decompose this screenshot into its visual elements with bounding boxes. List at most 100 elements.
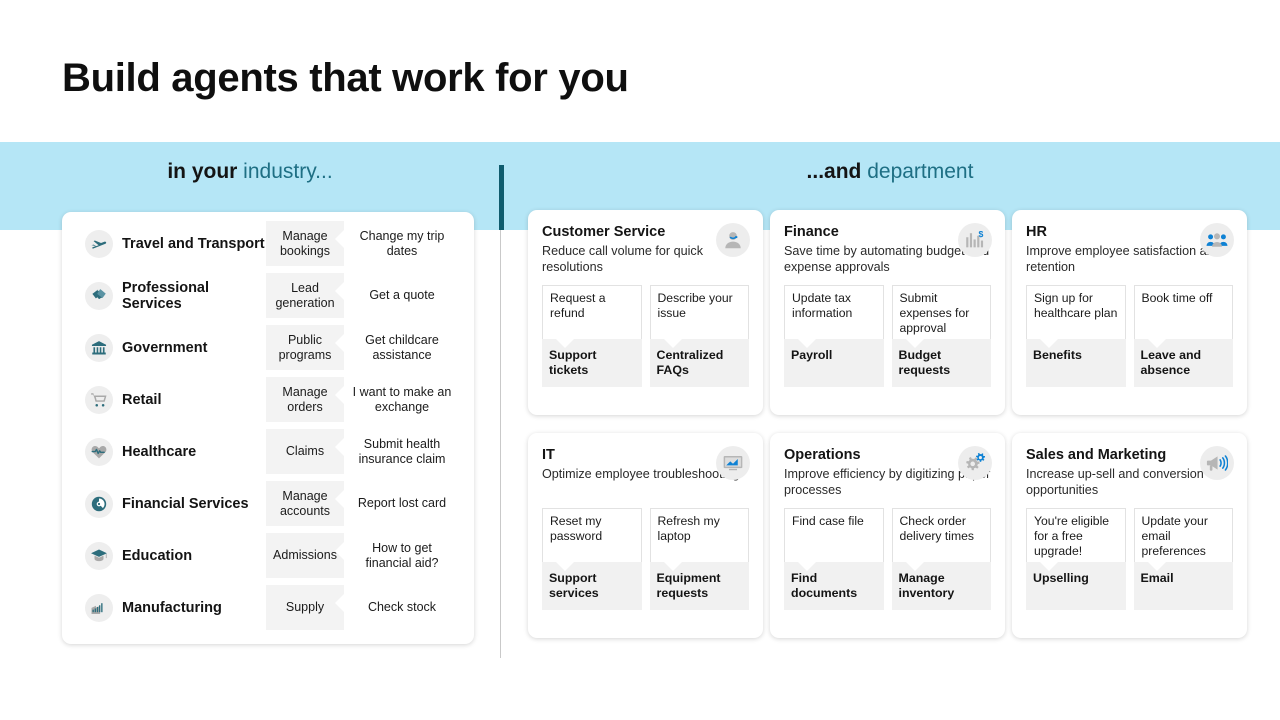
industry-name-cell: Financial Services	[76, 481, 266, 526]
airplane-icon	[85, 229, 113, 258]
department-example-prompt: Find case file	[784, 508, 884, 562]
department-example-prompt: Update tax information	[784, 285, 884, 339]
headset-person-icon	[716, 223, 750, 257]
industry-label: Government	[122, 339, 208, 356]
department-title: HR	[1026, 224, 1047, 240]
people-group-icon	[1200, 223, 1234, 257]
industry-name-cell: Retail	[76, 377, 266, 422]
industry-example-prompt: Report lost card	[335, 481, 460, 526]
industry-capability: Claims	[266, 429, 344, 474]
industry-name-cell: Healthcare	[76, 429, 266, 474]
department-capability: Centralized FAQs	[649, 339, 749, 387]
section-divider-bar	[499, 165, 504, 230]
industry-capability: Manage orders	[266, 377, 344, 422]
department-capability: Equipment requests	[649, 562, 749, 610]
department-example-prompt: Request a refund	[542, 285, 642, 339]
industry-capability: Public programs	[266, 325, 344, 370]
department-example-prompt: Refresh my laptop	[649, 508, 749, 562]
industry-example-prompt: Check stock	[335, 585, 460, 630]
industry-example-prompt: Change my trip dates	[335, 221, 460, 266]
industry-label: Travel and Transport	[122, 235, 265, 252]
department-example-prompt: Submit expenses for approval	[891, 285, 991, 339]
department-capability: Budget requests	[891, 339, 991, 387]
finance-circle-icon	[85, 489, 113, 518]
department-capability: Email	[1133, 562, 1233, 610]
industry-name-cell: Professional Services	[76, 273, 266, 318]
industry-name-cell: Government	[76, 325, 266, 370]
department-capability: Leave and absence	[1133, 339, 1233, 387]
industry-example-prompt: Get a quote	[335, 273, 460, 318]
industry-label: Retail	[122, 391, 162, 408]
industry-capability: Admissions	[266, 533, 344, 578]
industry-example-prompt: Get childcare assistance	[335, 325, 460, 370]
industry-capability: Manage accounts	[266, 481, 344, 526]
industry-name-cell: Education	[76, 533, 266, 578]
graduation-cap-icon	[85, 541, 113, 570]
department-capability: Support services	[542, 562, 642, 610]
department-title: Operations	[784, 447, 861, 463]
department-title: Finance	[784, 224, 839, 240]
industry-label: Manufacturing	[122, 599, 222, 616]
industry-heading-accent: industry...	[243, 160, 333, 183]
department-capability: Support tickets	[542, 339, 642, 387]
industry-capability: Lead generation	[266, 273, 344, 318]
department-capability: Find documents	[784, 562, 884, 610]
page-title: Build agents that work for you	[62, 56, 629, 100]
svg-text:$: $	[978, 229, 983, 239]
industry-label: Professional Services	[122, 279, 210, 312]
department-example-prompt: Book time off	[1133, 285, 1233, 339]
industry-heading-prefix: in your	[167, 160, 244, 183]
department-example-prompt: Sign up for healthcare plan	[1026, 285, 1126, 339]
megaphone-icon	[1200, 446, 1234, 480]
department-title: Sales and Marketing	[1026, 447, 1167, 463]
department-subcard[interactable]: You're eligible for a free upgrade!Upsel…	[1026, 508, 1126, 610]
department-subcard-row: You're eligible for a free upgrade!Upsel…	[1026, 508, 1233, 610]
department-description: Reduce call volume for quick resolutions	[542, 244, 703, 275]
department-title: Customer Service	[542, 224, 666, 240]
department-title: IT	[542, 447, 555, 463]
department-example-prompt: Update your email preferences	[1133, 508, 1233, 562]
industry-label: Financial Services	[122, 495, 249, 512]
factory-icon	[85, 593, 113, 622]
department-description: Save time by automating budget and expen…	[784, 244, 990, 275]
bar-chart-dollar-icon: $	[958, 223, 992, 257]
shopping-cart-icon	[85, 385, 113, 414]
industry-capability: Manage bookings	[266, 221, 344, 266]
industry-name-cell: Travel and Transport	[76, 221, 266, 266]
industry-capability: Supply	[266, 585, 344, 630]
gears-icon	[958, 446, 992, 480]
department-example-prompt: Check order delivery times	[891, 508, 991, 562]
department-description: Optimize employee troubleshooting	[542, 467, 740, 481]
